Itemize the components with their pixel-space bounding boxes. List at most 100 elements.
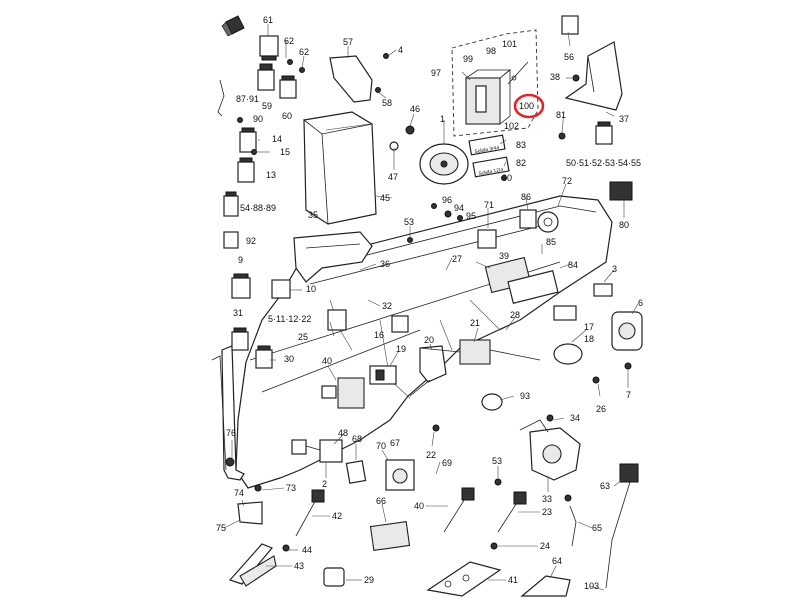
cable-23-icon xyxy=(497,491,527,533)
label-24: 24 xyxy=(540,541,550,551)
part-29-icon xyxy=(323,567,345,587)
label-5-11-12-22: 5·11·12·22 xyxy=(268,314,311,324)
label-100: 100 xyxy=(519,101,534,111)
relay-13-icon xyxy=(237,157,255,183)
label-62: 62 xyxy=(299,47,309,57)
label-14: 14 xyxy=(272,134,282,144)
label-31: 31 xyxy=(233,308,243,318)
left-support-rail xyxy=(211,345,245,481)
label-75: 75 xyxy=(216,523,226,533)
label-62: 62 xyxy=(284,36,294,46)
switch-80-icon xyxy=(609,181,633,201)
label-82: 82 xyxy=(516,158,526,168)
label-1: 1 xyxy=(440,114,445,124)
relay-59-icon xyxy=(257,63,275,91)
label-38: 38 xyxy=(550,72,560,82)
label-92: 92 xyxy=(246,236,256,246)
clip-87-91-icon xyxy=(217,79,225,117)
label-48: 48 xyxy=(338,428,348,438)
label-39: 39 xyxy=(499,251,509,261)
label-86: 86 xyxy=(521,192,531,202)
knob-93-icon xyxy=(481,393,503,411)
switch-20-icon xyxy=(409,345,447,397)
label-34: 34 xyxy=(570,413,580,423)
relay-71-icon xyxy=(477,229,497,249)
label-103: 103 xyxy=(584,581,599,591)
label-69: 69 xyxy=(442,458,452,468)
socket-6-icon xyxy=(611,311,643,351)
relay-9-icon xyxy=(231,273,251,299)
label-22: 22 xyxy=(426,450,436,460)
label-76: 76 xyxy=(226,428,236,438)
label-84: 84 xyxy=(568,260,578,270)
label-74: 74 xyxy=(234,488,244,498)
label-2: 2 xyxy=(322,479,327,489)
bracket-74-icon xyxy=(237,501,263,525)
label-99: 99 xyxy=(463,54,473,64)
label-16: 16 xyxy=(374,330,384,340)
plate-41-icon xyxy=(426,561,502,597)
label-18: 18 xyxy=(584,334,594,344)
label-73: 73 xyxy=(286,483,296,493)
switch-3-icon xyxy=(593,283,613,297)
orientation-arrow-icon xyxy=(221,15,245,37)
gauge-1-icon xyxy=(419,143,469,185)
panel-67-icon xyxy=(385,459,415,491)
label-96: 96 xyxy=(442,195,452,205)
label-3: 3 xyxy=(612,264,617,274)
switch-40-icon xyxy=(321,377,365,409)
label-90: 90 xyxy=(502,173,512,183)
relay-56-icon xyxy=(561,15,579,35)
label-33: 33 xyxy=(542,494,552,504)
label-54-88-89: 54·88·89 xyxy=(240,203,276,213)
cover-64-icon xyxy=(520,575,571,597)
label-64: 64 xyxy=(552,556,562,566)
part-labels: 61 62 62 57 4 101 98 99 97 56 38 100 102… xyxy=(216,15,643,591)
label-17: 17 xyxy=(584,322,594,332)
label-43: 43 xyxy=(294,561,304,571)
label-7: 7 xyxy=(626,390,631,400)
connector-48-icon xyxy=(291,439,343,463)
label-81: 81 xyxy=(556,110,566,120)
relay-10-icon xyxy=(271,279,291,299)
relay-54-88-89-icon xyxy=(223,191,239,217)
relay-60-icon xyxy=(279,75,297,99)
label-56: 56 xyxy=(564,52,574,62)
bracket-37-icon xyxy=(564,41,623,111)
label-45: 45 xyxy=(380,193,390,203)
label-50-55: 50·51·52·53·54·55 xyxy=(566,158,641,168)
cable-42-icon xyxy=(295,489,325,537)
sticker-texts: Solida 3/44 Solida 12/4 xyxy=(474,145,504,177)
label-32: 32 xyxy=(382,301,392,311)
leader-lines xyxy=(223,24,639,591)
label-93: 93 xyxy=(520,391,530,401)
bracket-35-icon xyxy=(293,231,373,283)
combination-switch-21 xyxy=(419,339,541,365)
bracket-43-icon xyxy=(228,543,277,587)
relay-16-icon xyxy=(391,315,409,333)
label-10: 10 xyxy=(306,284,316,294)
relay-31-icon xyxy=(231,327,249,351)
label-53: 53 xyxy=(492,456,502,466)
label-63: 63 xyxy=(600,481,610,491)
label-85: 85 xyxy=(546,237,556,247)
label-102: 102 xyxy=(504,121,519,131)
label-15: 15 xyxy=(280,147,290,157)
label-58: 58 xyxy=(382,98,392,108)
label-28: 28 xyxy=(510,310,520,320)
cable-40-lower-icon xyxy=(443,487,475,533)
label-44: 44 xyxy=(302,545,312,555)
plate-68-icon xyxy=(345,460,367,484)
relay-61-icon xyxy=(259,35,279,61)
label-21: 21 xyxy=(470,318,480,328)
sticker-82-text: Solida 12/4 xyxy=(478,167,504,177)
relay-30-icon xyxy=(255,345,273,369)
sticker-83-text: Solida 3/44 xyxy=(474,145,500,155)
relay-50-55-icon xyxy=(595,121,613,145)
relay-92-icon xyxy=(223,231,239,249)
label-80: 80 xyxy=(619,220,629,230)
label-97: 97 xyxy=(431,68,441,78)
label-90: 90 xyxy=(253,114,263,124)
relay-group-box xyxy=(451,29,539,137)
label-9: 9 xyxy=(238,255,243,265)
